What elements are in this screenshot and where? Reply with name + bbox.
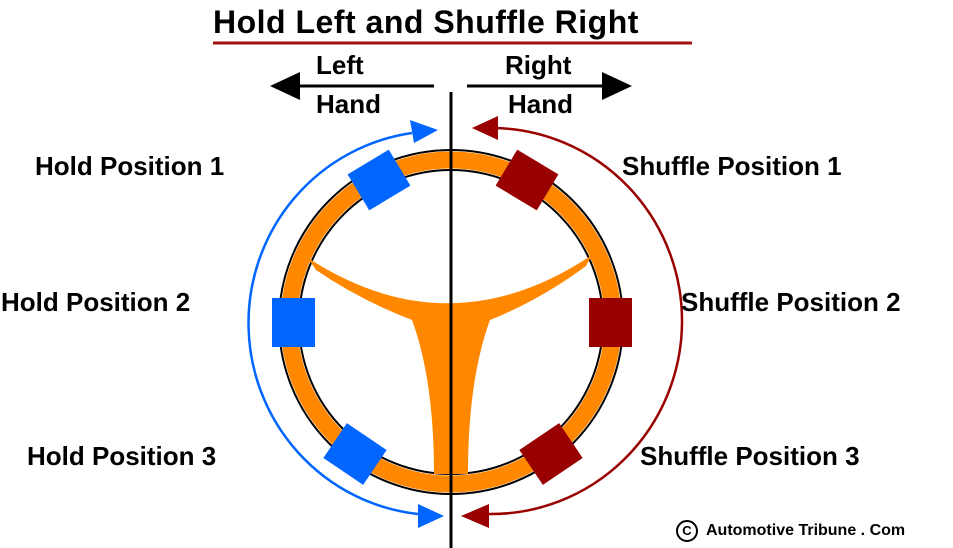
shuffle-position-2-label: Shuffle Position 2 <box>681 287 901 317</box>
copyright-text: Automotive Tribune . Com <box>706 522 906 539</box>
hold-position-1-label: Hold Position 1 <box>35 151 225 181</box>
left-hand-label-line2: Hand <box>316 89 381 119</box>
left-hand-label-line1: Left <box>316 50 364 80</box>
hold-position-2-label: Hold Position 2 <box>1 287 191 317</box>
right-direction-arrow <box>467 72 632 100</box>
shuffle-position-1-label: Shuffle Position 1 <box>622 151 842 181</box>
shuffle-hand-3 <box>519 423 583 485</box>
shuffle-arc-arrow <box>461 116 684 528</box>
shuffle-hand-1 <box>495 149 559 211</box>
copyright-notice: C Automotive Tribune . Com <box>676 520 905 542</box>
hold-hand-1 <box>347 149 411 211</box>
hold-position-3-label: Hold Position 3 <box>27 441 217 471</box>
diagram-title: Hold Left and Shuffle Right <box>213 4 639 40</box>
right-hand-label-line1: Right <box>505 50 572 80</box>
hold-hand-3 <box>323 423 387 485</box>
copyright-icon: C <box>676 520 698 542</box>
hold-arc-arrow <box>247 120 444 528</box>
shuffle-position-3-label: Shuffle Position 3 <box>640 441 860 471</box>
right-hand-label-line2: Hand <box>508 89 573 119</box>
shuffle-hand-2 <box>589 298 632 347</box>
left-direction-arrow <box>270 72 434 100</box>
hold-hand-2 <box>272 298 315 347</box>
